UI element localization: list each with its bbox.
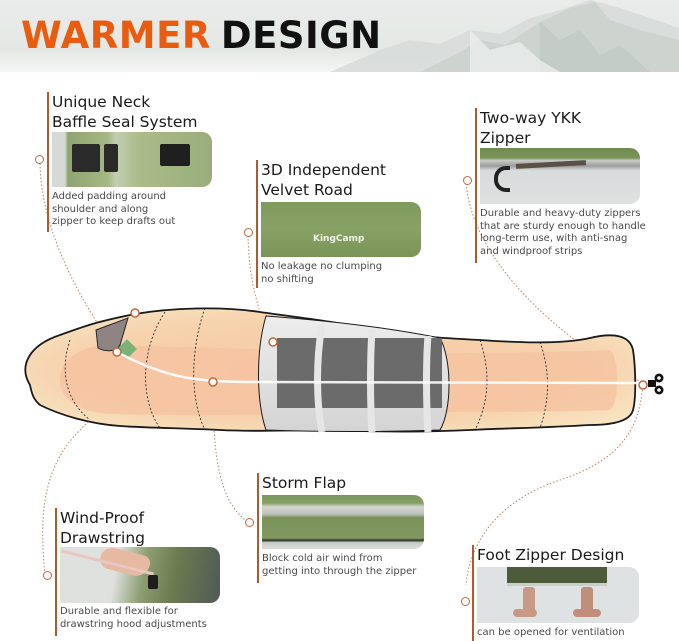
zipper-pull-icon xyxy=(648,373,664,395)
feature-ykk-zipper: Two-way YKK Zipper Durable and heavy-dut… xyxy=(475,108,675,263)
feature-accent-bar xyxy=(257,473,259,583)
feature-heading: Wind-Proof Drawstring xyxy=(60,509,145,547)
feature-foot-zipper: Foot Zipper Design can be opened for ven… xyxy=(472,545,677,641)
feature-photo-storm-flap xyxy=(262,495,424,549)
callout-connector-icon xyxy=(461,597,470,606)
title-main: DESIGN xyxy=(220,14,382,57)
feature-heading: Storm Flap xyxy=(262,474,347,492)
feature-storm-flap: Storm Flap Block cold air wind from gett… xyxy=(257,473,432,583)
feature-photo-feet xyxy=(477,567,639,623)
title-accent: WARMER xyxy=(21,14,211,57)
feature-photo-velcro xyxy=(52,132,212,187)
feature-photo-quilted-fabric: KingCamp xyxy=(261,202,421,257)
mountain-background-icon xyxy=(330,0,679,72)
feature-description: Durable and flexible for drawstring hood… xyxy=(60,606,207,630)
feature-accent-bar xyxy=(47,92,49,232)
feature-description: Block cold air wind from getting into th… xyxy=(262,553,417,577)
feature-accent-bar xyxy=(256,160,258,288)
feature-description: Added padding around shoulder and along … xyxy=(52,191,176,228)
feature-drawstring: Wind-Proof Drawstring Durable and flexib… xyxy=(55,508,225,636)
feature-accent-bar xyxy=(475,108,477,263)
feature-photo-zipper xyxy=(480,148,640,204)
feature-description: can be opened for ventilation xyxy=(477,627,625,638)
kingcamp-logo: KingCamp xyxy=(313,234,365,244)
kingcamp-logo-icon xyxy=(117,339,137,359)
callout-connector-icon xyxy=(244,228,253,237)
feature-accent-bar xyxy=(55,508,57,636)
feature-heading: Two-way YKK Zipper xyxy=(480,109,582,147)
callout-connector-icon xyxy=(463,176,472,185)
feature-heading: Unique Neck Baffle Seal System xyxy=(52,93,198,131)
callout-connector-icon xyxy=(245,518,254,527)
feature-heading: Foot Zipper Design xyxy=(477,546,625,564)
feature-photo-drawstring xyxy=(60,547,220,603)
callout-connector-icon xyxy=(35,155,44,164)
feature-description: Durable and heavy-duty zippers that are … xyxy=(480,208,646,257)
feature-velvet-road: 3D Independent Velvet Road KingCamp No l… xyxy=(256,160,426,288)
feature-neck-baffle: Unique Neck Baffle Seal System Added pad… xyxy=(47,92,217,232)
feature-accent-bar xyxy=(472,545,474,641)
feature-heading: 3D Independent Velvet Road xyxy=(261,161,386,199)
callout-connector-icon xyxy=(43,571,52,580)
feature-description: No leakage no clumping no shifting xyxy=(261,261,383,285)
